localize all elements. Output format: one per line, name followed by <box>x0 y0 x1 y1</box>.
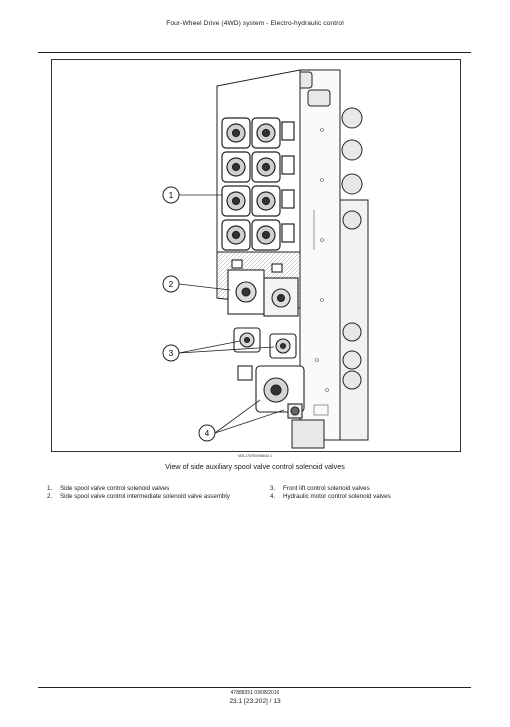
legend-item: 4. Hydraulic motor control solenoid valv… <box>270 493 470 501</box>
figure-id: MOL17DRGH086G4 1 <box>237 454 273 458</box>
svg-text:3: 3 <box>169 349 174 358</box>
svg-text:4: 4 <box>205 429 210 438</box>
legend-number: 2. <box>47 493 53 500</box>
figure-frame: 1 2 3 4 <box>51 59 461 452</box>
figure-caption: View of side auxiliary spool valve contr… <box>165 462 345 471</box>
legend-item: 3. Front lift control solenoid valves <box>270 485 470 493</box>
solenoid-valve-illustration: 1 2 3 4 <box>162 69 369 449</box>
header-divider <box>38 52 471 53</box>
solenoid-coils <box>221 117 295 251</box>
document-id: 47888351 03/08/2016 <box>230 690 280 696</box>
legend-text: Front lift control solenoid valves <box>283 485 370 492</box>
legend-column-right: 3. Front lift control solenoid valves 4.… <box>270 485 470 501</box>
legend-item: 1. Side spool valve control solenoid val… <box>47 485 262 493</box>
callout-4: 4 <box>198 424 216 442</box>
legend-number: 4. <box>270 493 276 500</box>
page-header-title: Four-Wheel Drive (4WD) system - Electro-… <box>166 20 344 27</box>
intermediate-solenoid-assembly <box>227 259 299 317</box>
legend-text: Side spool valve control intermediate so… <box>60 493 230 500</box>
legend-number: 1. <box>47 485 53 492</box>
page-reference: 23.1 [23.202] / 13 <box>229 698 281 705</box>
svg-text:2: 2 <box>169 280 174 289</box>
callout-1: 1 <box>162 186 180 204</box>
valve-manifold-block <box>289 69 369 449</box>
legend-number: 3. <box>270 485 276 492</box>
front-lift-solenoids <box>233 327 297 359</box>
legend-text: Side spool valve control solenoid valves <box>60 485 170 492</box>
svg-text:1: 1 <box>169 191 174 200</box>
legend-item: 2. Side spool valve control intermediate… <box>47 493 262 501</box>
callout-2: 2 <box>162 275 180 293</box>
hydraulic-motor-solenoid <box>237 365 305 419</box>
callout-3: 3 <box>162 344 180 362</box>
legend-column-left: 1. Side spool valve control solenoid val… <box>47 485 262 501</box>
callout-leaders <box>178 194 285 434</box>
footer-divider <box>38 687 471 688</box>
legend-text: Hydraulic motor control solenoid valves <box>283 493 391 500</box>
